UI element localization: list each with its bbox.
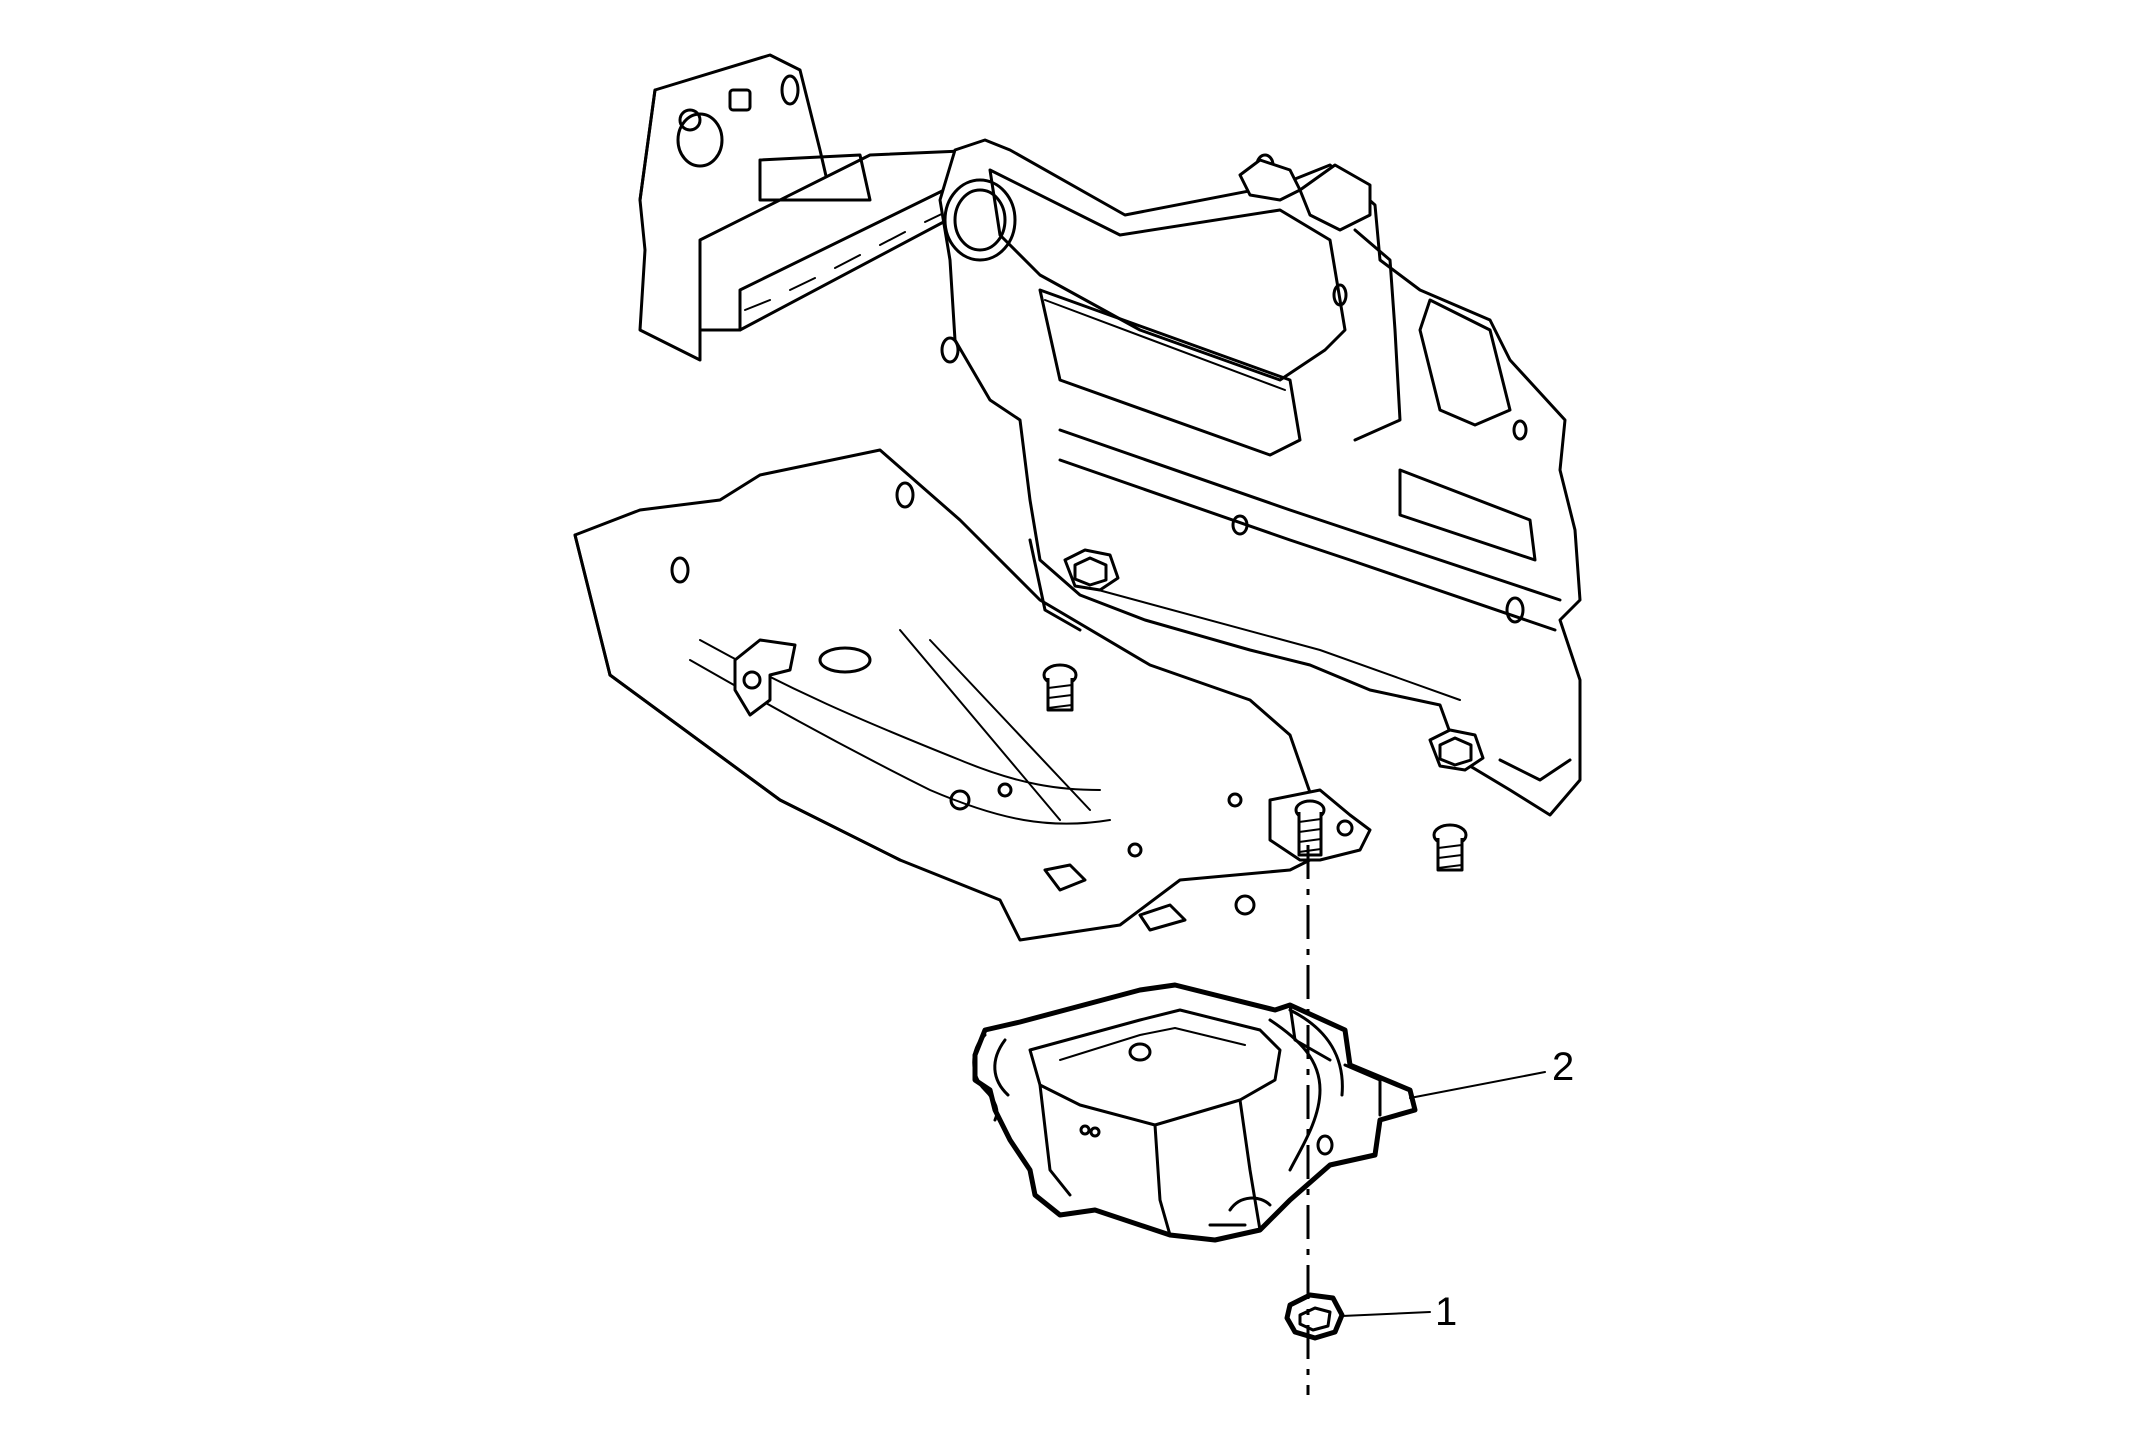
hex-nut-upper-left <box>1063 548 1120 592</box>
small-mount-tab <box>733 638 797 717</box>
callout-1-leader <box>1341 1311 1431 1317</box>
callout-2-leader <box>1409 1071 1546 1099</box>
hex-nut <box>1284 1292 1345 1341</box>
control-module-outline <box>972 982 1418 1243</box>
stud-right <box>1432 823 1468 872</box>
hex-nut-upper-right <box>1428 728 1485 772</box>
stud-center <box>1294 799 1326 857</box>
callout-1-group: 1 <box>1341 1290 1457 1334</box>
shield-plate <box>938 138 1582 817</box>
callout-1-label: 1 <box>1435 1290 1457 1334</box>
upper-fasteners <box>1042 548 1485 872</box>
control-module <box>972 982 1418 1243</box>
stud-left <box>1042 663 1078 712</box>
callout-2-label: 2 <box>1552 1045 1574 1089</box>
callout-2-group: 2 <box>1409 1045 1574 1099</box>
